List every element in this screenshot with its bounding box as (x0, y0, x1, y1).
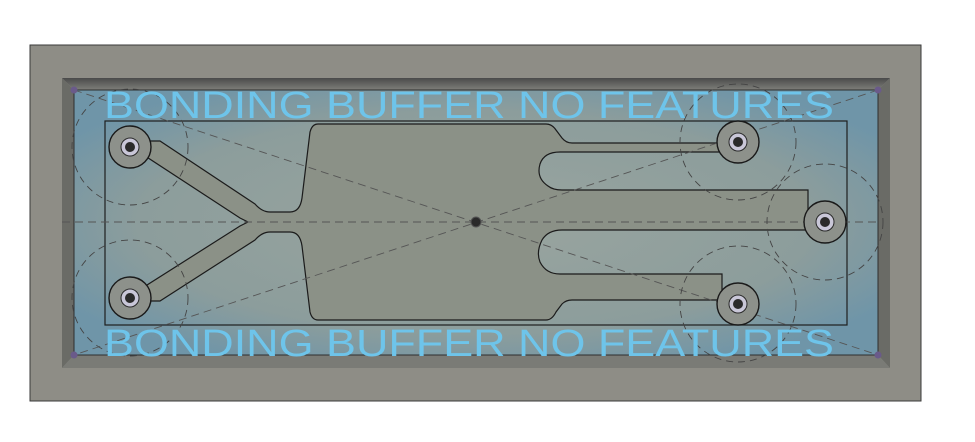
pocket-bevel-left (62, 78, 74, 368)
port-outlet-top-right[interactable] (716, 120, 760, 164)
port-inlet-bottom-left[interactable] (108, 276, 152, 320)
corner-vertex-icon[interactable] (70, 86, 78, 94)
pocket-bevel-right (878, 78, 890, 368)
corner-vertex-icon[interactable] (874, 86, 882, 94)
port-clearance-circles (71, 83, 884, 363)
port-outlet-middle-right[interactable] (803, 200, 847, 244)
pocket-bevel (62, 78, 890, 90)
corner-vertices (70, 86, 882, 359)
corner-vertex-icon[interactable] (70, 351, 78, 359)
pocket-bevel-bottom (62, 355, 890, 368)
port-inlet-top-left[interactable] (108, 125, 152, 169)
top-label: BONDING BUFFER NO FEATURES (104, 85, 834, 127)
bottom-label: BONDING BUFFER NO FEATURES (104, 323, 834, 365)
corner-vertex-icon[interactable] (874, 351, 882, 359)
port-outlet-bottom-right[interactable] (716, 282, 760, 326)
bonding-buffer-outline (104, 120, 848, 326)
center-point-icon[interactable] (470, 216, 482, 228)
